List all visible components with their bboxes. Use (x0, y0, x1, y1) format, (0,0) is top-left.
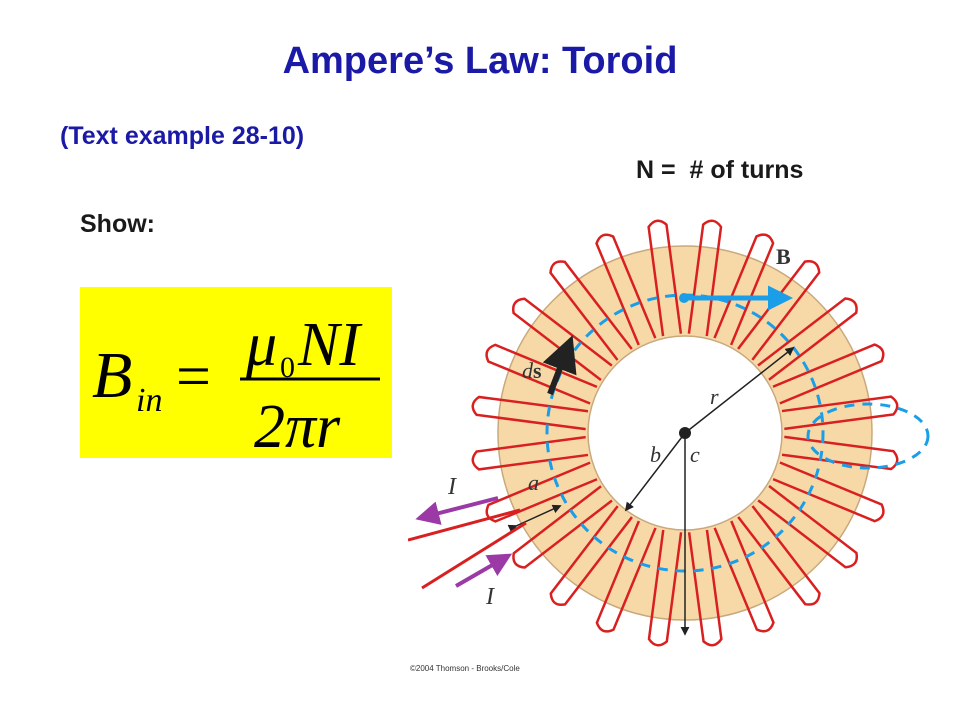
toroid-body (497, 245, 873, 621)
ds-label: ds (522, 358, 542, 383)
winding-loop (595, 233, 657, 346)
ds-label-d: d (522, 358, 534, 383)
radius-b-arrow (624, 432, 686, 512)
winding-loop (687, 529, 723, 647)
b-field-label: B (776, 244, 791, 269)
amperian-loop-outside (806, 402, 930, 470)
winding-loop (757, 485, 859, 569)
formula-subscript: in (136, 382, 162, 419)
formula-equals: = (176, 343, 211, 411)
b-in-formula: B in = μ 0 NI 2πr (92, 311, 380, 458)
winding-loop (772, 343, 885, 405)
text-example-reference: (Text example 28-10) (60, 122, 305, 150)
lead-wire-out (407, 508, 521, 542)
toroid-windings (471, 219, 899, 647)
radius-c-label: c (690, 442, 700, 467)
radius-b-label: b (650, 442, 661, 467)
toroid-figure: B ds r b c a I I (407, 218, 930, 678)
winding-loop (549, 505, 633, 607)
lead-wire-in (421, 521, 527, 590)
ds-label-s: s (533, 358, 542, 383)
formula-highlight-box: B in = μ 0 NI 2πr (80, 287, 392, 458)
current-label-top: I (447, 474, 457, 500)
current-label-bottom: I (485, 584, 495, 610)
ds-arrow (542, 335, 577, 396)
radius-r-label: r (710, 384, 719, 409)
winding-loop (781, 395, 899, 431)
winding-loop (485, 461, 598, 523)
n-turns-definition: N = # of turns (636, 156, 804, 184)
winding-loop (781, 435, 899, 471)
formula-denominator: 2πr (254, 393, 341, 458)
winding-loop (647, 529, 683, 647)
radius-r-arrow (684, 346, 795, 434)
winding-loop (485, 343, 598, 405)
winding-loop (595, 520, 657, 633)
image-credit: ©2004 Thomson - Brooks/Cole (410, 664, 520, 673)
winding-loop (511, 297, 613, 381)
formula-ni: NI (297, 311, 363, 379)
formula-mu: μ (245, 311, 277, 379)
winding-loop (471, 395, 589, 431)
current-out-arrow (415, 496, 499, 525)
show-label: Show: (80, 210, 155, 238)
winding-loop (512, 485, 613, 569)
winding-loop (713, 520, 775, 633)
formula-b: B (92, 339, 132, 412)
winding-loop (549, 260, 633, 361)
winding-loop (772, 461, 885, 523)
winding-loop (737, 259, 821, 361)
toroid-diagram: B ds r b c a I I (407, 219, 930, 647)
winding-loop (687, 219, 723, 337)
winding-loop (757, 297, 858, 381)
slide-title: Ampere’s Law: Toroid (282, 40, 678, 82)
width-a-label: a (528, 470, 539, 495)
winding-loop (713, 233, 775, 346)
formula-mu-subscript: 0 (280, 351, 295, 384)
winding-loop (737, 505, 821, 606)
winding-loop (471, 435, 589, 471)
winding-loop (647, 219, 683, 337)
current-in-arrow (455, 553, 513, 588)
width-a-arrow (507, 504, 562, 534)
